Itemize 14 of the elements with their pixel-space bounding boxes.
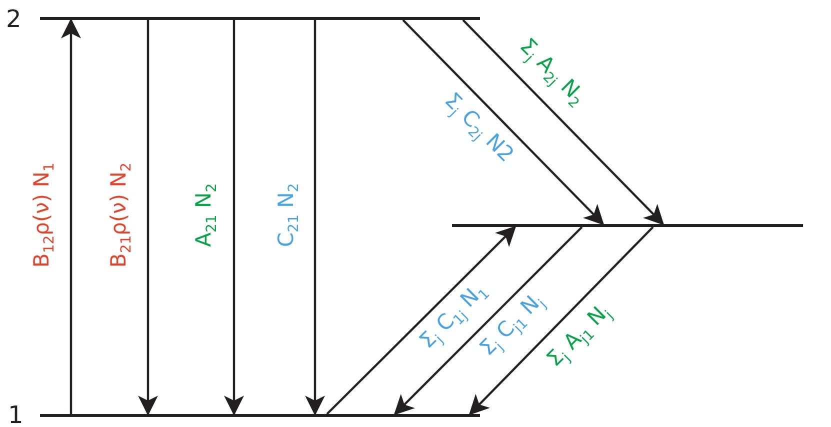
- energy-level-line: [40, 414, 480, 417]
- arrow: [468, 226, 654, 416]
- energy-level-line: [452, 224, 803, 227]
- arrow: [394, 226, 583, 416]
- energy-level-line: [40, 17, 480, 20]
- arrow: [402, 19, 604, 226]
- arrow: [224, 20, 244, 416]
- arrow: [326, 226, 516, 415]
- arrow: [61, 18, 81, 414]
- arrow: [138, 20, 158, 416]
- level-number: 1: [8, 402, 24, 427]
- arrow: [305, 20, 325, 416]
- level-number: 2: [6, 6, 22, 32]
- arrow: [462, 19, 664, 226]
